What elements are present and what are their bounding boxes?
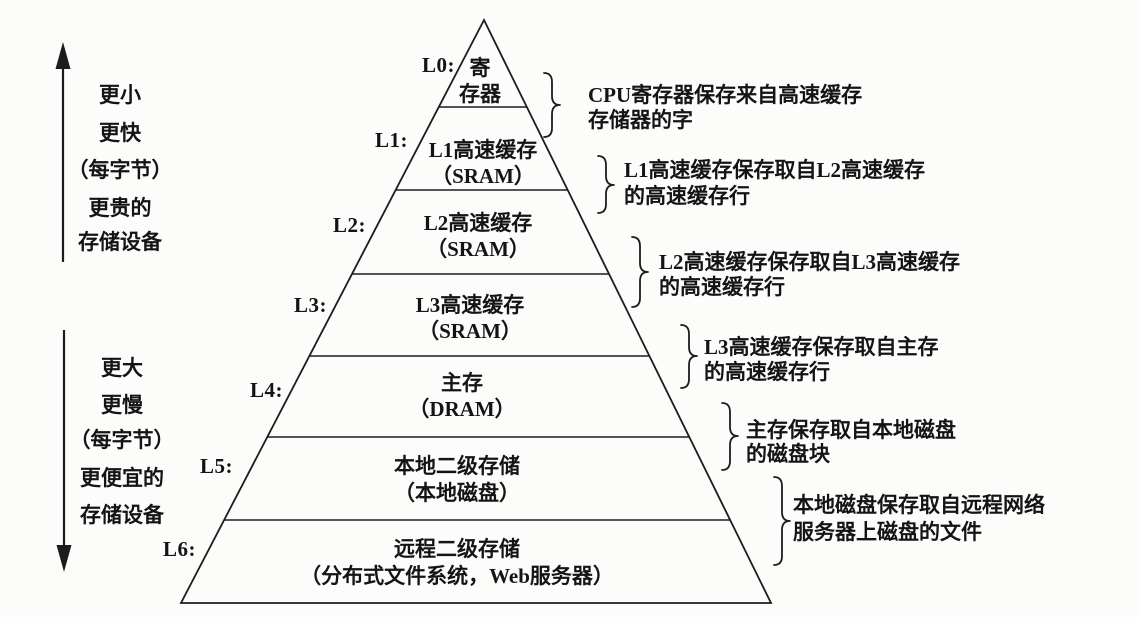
layer-l3: L3高速缓存 （SRAM） [416,293,525,343]
up-arrow [55,42,71,262]
layer-l5-line1: 本地二级存储 [394,454,520,478]
annotation-0-line2: 存储器的字 [588,108,693,132]
caption-line: 存储设备 [80,503,165,527]
annotation-1-line1: L1高速缓存保存取自L2高速缓存 [624,158,925,182]
annotation-2-line2: 的高速缓存行 [659,275,785,299]
annotation-4-line2: 的磁盘块 [746,442,831,466]
annotation-brace-1 [597,155,615,214]
annotation-brace-5 [773,476,791,566]
annotation-3-line2: 的高速缓存行 [704,360,830,384]
caption-line: 更便宜的 [80,466,164,490]
annotation-1: L1高速缓存保存取自L2高速缓存 的高速缓存行 [624,158,925,208]
caption-line: 更小 [99,83,141,107]
annotation-2: L2高速缓存保存取自L3高速缓存 的高速缓存行 [659,250,960,299]
level-label-l1: L1: [375,128,408,152]
layer-l4-line1: 主存 [441,371,483,395]
annotation-brace-3 [680,324,698,389]
caption-line: 更大 [101,356,143,380]
layer-l2: L2高速缓存 （SRAM） [424,211,533,261]
annotation-5: 本地磁盘保存取自远程网络 服务器上磁盘的文件 [793,493,1045,544]
left-caption-bottom: 更大 更慢 （每字节） 更便宜的 存储设备 [70,356,175,527]
layer-l6: 远程二级存储 （分布式文件系统，Web服务器） [300,537,614,588]
annotation-5-line2: 服务器上磁盘的文件 [793,520,982,544]
level-label-l0: L0: [422,53,455,77]
layer-l5: 本地二级存储 （本地磁盘） [394,454,520,505]
annotation-3: L3高速缓存保存取自主存 的高速缓存行 [704,335,939,384]
layer-l3-line2: （SRAM） [418,319,522,343]
annotation-3-line1: L3高速缓存保存取自主存 [704,335,939,359]
layer-l4: 主存 （DRAM） [408,371,515,421]
annotation-brace-0 [543,72,561,138]
caption-line: 存储设备 [78,230,163,254]
annotation-brace-4 [721,402,739,471]
layer-l6-line1: 远程二级存储 [394,537,520,561]
layer-l5-line2: （本地磁盘） [394,481,520,505]
layer-l1-line2: （SRAM） [431,164,535,188]
level-label-l3: L3: [294,293,327,317]
level-label-l2: L2: [333,213,366,237]
caption-line: （每字节） [70,428,175,452]
layer-l1-line1: L1高速缓存 [429,138,538,162]
annotation-0-line1: CPU寄存器保存来自高速缓存 [588,83,862,107]
pyramid-outline [179,18,773,604]
annotation-1-line2: 的高速缓存行 [624,184,750,208]
annotation-0: CPU寄存器保存来自高速缓存 存储器的字 [588,83,862,132]
layer-l0-line1: 寄 [470,56,491,80]
level-label-l4: L4: [250,378,283,402]
level-label-l5: L5: [200,454,233,478]
caption-line: 更贵的 [89,196,152,220]
left-caption-top: 更小 更快 （每字节） 更贵的 存储设备 [68,83,173,254]
annotation-brace-2 [631,236,649,308]
caption-line: 更快 [99,121,142,145]
layer-l3-line1: L3高速缓存 [416,293,525,317]
layer-l2-line2: （SRAM） [426,237,530,261]
layer-l1: L1高速缓存 （SRAM） [429,138,538,188]
layer-l0: 寄 存器 [459,56,502,106]
layer-l2-line1: L2高速缓存 [424,211,533,235]
annotation-2-line1: L2高速缓存保存取自L3高速缓存 [659,250,960,274]
layer-l4-line2: （DRAM） [408,397,515,421]
layer-l0-line2: 存器 [459,82,502,106]
annotation-4: 主存保存取自本地磁盘 的磁盘块 [746,418,956,466]
caption-line: （每字节） [68,158,173,182]
layer-l6-line2: （分布式文件系统，Web服务器） [300,564,614,588]
down-arrow [56,330,72,572]
annotation-5-line1: 本地磁盘保存取自远程网络 [793,493,1045,517]
caption-line: 更慢 [101,393,144,417]
level-label-l6: L6: [163,537,196,561]
annotation-4-line1: 主存保存取自本地磁盘 [746,418,956,442]
